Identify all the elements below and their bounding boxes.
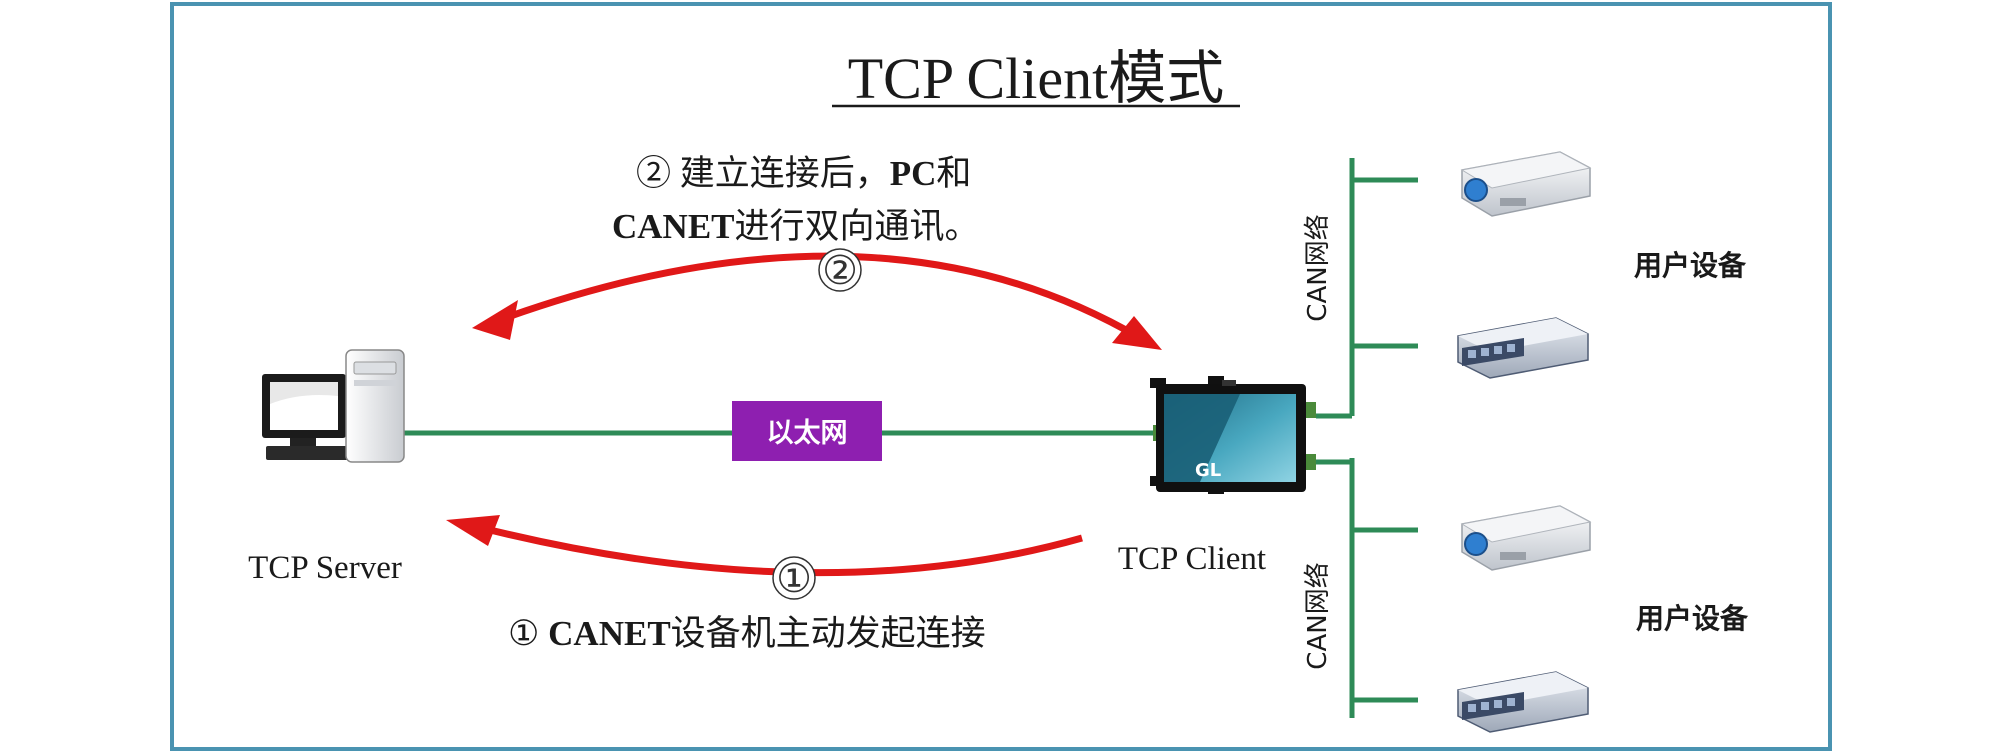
network-switch-icon (1457, 317, 1589, 379)
user-device-label-top: 用户设备 (1634, 249, 1747, 282)
step2-line2-bold: CANET (612, 207, 735, 246)
step2-line1-prefix: ② 建立连接后， (636, 154, 890, 193)
step2-arrowhead-right (1112, 316, 1162, 350)
diagram-frame (170, 2, 1832, 751)
user-device-label-bottom: 用户设备 (1636, 602, 1749, 635)
step2-arrowhead-left (472, 300, 518, 340)
pc-computer-icon (262, 349, 405, 463)
projector-icon (1460, 505, 1592, 571)
step1-bold: CANET (548, 614, 671, 653)
client-label: TCP Client (1118, 541, 1266, 577)
step2-marker-circle (818, 248, 862, 292)
step2-description-line2: CANET进行双向通讯。 (612, 207, 980, 246)
can-network-label-top: CAN网络 (1303, 214, 1333, 321)
server-label: TCP Server (248, 550, 402, 586)
network-switch-icon (1457, 671, 1589, 733)
can-bus-top (1316, 158, 1418, 419)
step1-description: ① CANET设备机主动发起连接 (508, 614, 986, 653)
step1-suffix: 设备机主动发起连接 (671, 614, 986, 653)
step1-prefix: ① (508, 614, 548, 653)
step1-marker: ① (776, 556, 812, 601)
step2-description-line1: ② 建立连接后，PC和 (636, 154, 971, 193)
step2-line1-suffix: 和 (936, 154, 971, 193)
ethernet-label: 以太网 (767, 418, 848, 449)
step2-marker: ② (822, 248, 858, 293)
step2-line2-suffix: 进行双向通讯。 (735, 207, 980, 246)
canet-device-icon: GL (1150, 376, 1316, 494)
step1-marker-circle (772, 556, 816, 600)
can-bus-bottom (1316, 458, 1418, 718)
ethernet-label-box (732, 401, 882, 461)
step1-arrowhead-left (446, 515, 500, 546)
step2-line1-bold: PC (890, 154, 937, 193)
projector-icon (1460, 151, 1592, 217)
device-logo: GL (1195, 460, 1221, 481)
page-title: TCP Client模式 (848, 46, 1225, 111)
can-network-label-bottom: CAN网络 (1303, 562, 1333, 669)
